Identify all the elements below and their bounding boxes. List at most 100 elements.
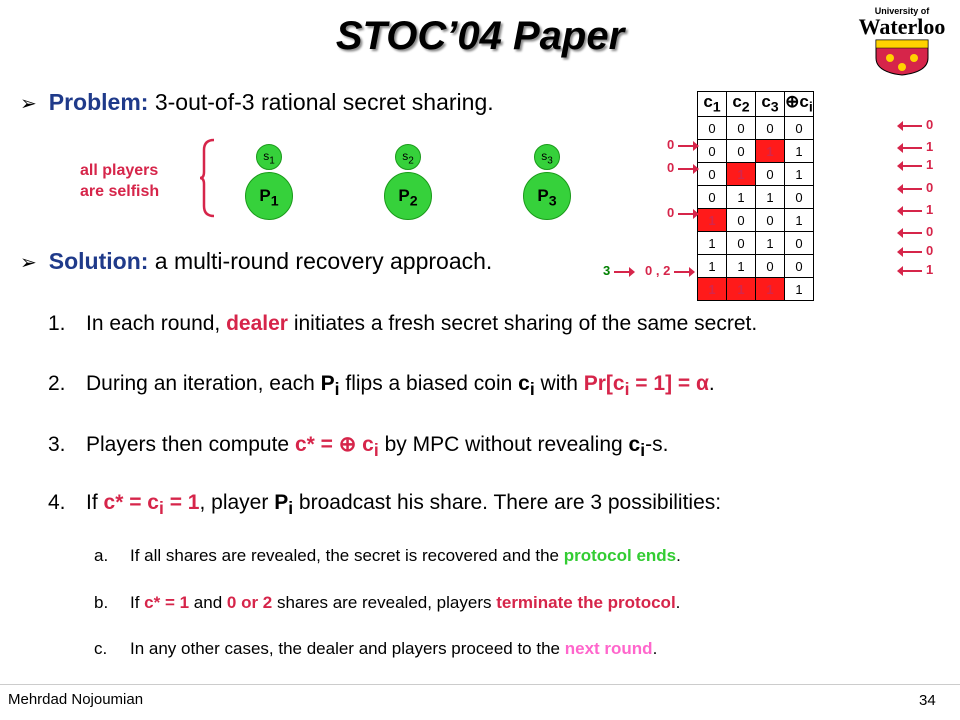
xor-result-arrow: 0 xyxy=(897,117,933,132)
table-cell: 1 xyxy=(784,162,814,186)
step-4: 4.If c* = ci = 1, player Pi broadcast hi… xyxy=(48,491,722,519)
arrow-left-icon xyxy=(897,246,922,257)
arrow-left-icon xyxy=(897,160,922,171)
xor-result-arrow: 1 xyxy=(897,202,933,217)
footer-author: Mehrdad Nojoumian xyxy=(8,691,144,708)
xor-result-arrow: 0 xyxy=(897,180,933,195)
xor-result-arrow: 0 xyxy=(897,224,933,239)
arrow-right-icon xyxy=(677,208,699,219)
crest-icon xyxy=(875,39,929,76)
arrow-left-icon xyxy=(897,183,922,194)
table-cell-highlight: 1 xyxy=(726,162,756,186)
selfish-note: all players are selfish xyxy=(80,160,159,202)
solution-bullet: ➢ Solution: a multi-round recovery approa… xyxy=(20,248,492,275)
problem-bullet: ➢ Problem: 3-out-of-3 rational secret sha… xyxy=(20,89,494,116)
xor-result-arrow: 0 xyxy=(897,243,933,258)
table-cell: 0 xyxy=(784,231,814,255)
table-cell: 0 xyxy=(755,162,785,186)
table-cell-highlight: 1 xyxy=(755,277,785,301)
share-count-arrow: 0 xyxy=(667,160,699,175)
share-s2: s2 xyxy=(395,144,421,170)
brace-icon xyxy=(199,138,215,218)
table-cell: 0 xyxy=(726,139,756,163)
table-cell: 0 xyxy=(726,231,756,255)
selfish-line-2: are selfish xyxy=(80,183,160,200)
table-cell-highlight: 1 xyxy=(697,277,727,301)
table-cell: 1 xyxy=(755,185,785,209)
arrow-left-icon xyxy=(897,120,922,131)
logo-name: Waterloo xyxy=(858,14,946,39)
header-c2: c2 xyxy=(726,91,756,117)
table-row: 1 1 0 0 xyxy=(697,254,814,278)
table-cell: 1 xyxy=(697,254,727,278)
xor-result-arrow: 1 xyxy=(897,139,933,154)
share-count-arrow: 0 xyxy=(667,137,699,152)
table-cell: 1 xyxy=(784,139,814,163)
footer-divider xyxy=(0,684,960,685)
table-cell: 0 xyxy=(755,208,785,232)
player-node-p3: P3 xyxy=(523,172,571,220)
case-b: b.If c* = 1 and 0 or 2 shares are reveal… xyxy=(94,593,681,612)
step-2: 2.During an iteration, each Pi flips a b… xyxy=(48,372,715,400)
coin-xor-table: c1 c2 c3 ⊕ci 0 0 0 0 0 0 1 1 0 1 0 1 0 1… xyxy=(697,91,814,301)
solution-text: a multi-round recovery approach. xyxy=(154,248,493,274)
table-row: 1 1 1 1 xyxy=(697,277,814,301)
arrow-right-icon xyxy=(673,266,695,277)
arrow-right-icon xyxy=(677,140,699,151)
xor-result-arrow: 1 xyxy=(897,262,933,277)
table-cell: 1 xyxy=(755,231,785,255)
table-cell: 0 xyxy=(784,116,814,140)
step-3: 3.Players then compute c* = ⊕ ci by MPC … xyxy=(48,433,669,461)
table-cell: 0 xyxy=(784,185,814,209)
arrow-left-icon xyxy=(897,265,922,276)
arrow-left-icon xyxy=(897,142,922,153)
selfish-line-1: all players xyxy=(80,162,159,179)
table-row: 0 1 1 0 xyxy=(697,185,814,209)
header-c1: c1 xyxy=(697,91,727,117)
table-cell: 0 xyxy=(726,208,756,232)
table-cell: 0 xyxy=(697,116,727,140)
table-row: 0 0 0 0 xyxy=(697,116,814,140)
share-count-arrow-extra: 3 xyxy=(603,263,635,278)
problem-label: Problem: xyxy=(48,89,149,115)
table-header-row: c1 c2 c3 ⊕ci xyxy=(697,91,814,117)
share-count-arrow: 0 xyxy=(667,205,699,220)
solution-label: Solution: xyxy=(48,248,149,274)
table-cell: 1 xyxy=(726,185,756,209)
player-node-p2: P2 xyxy=(384,172,432,220)
header-c3: c3 xyxy=(755,91,785,117)
table-row: 1 0 0 1 xyxy=(697,208,814,232)
bullet-arrow-icon: ➢ xyxy=(20,93,37,115)
header-xor: ⊕ci xyxy=(784,91,814,117)
share-count-arrow: 0 , 2 xyxy=(645,263,695,278)
share-s1: s1 xyxy=(256,144,282,170)
table-cell: 0 xyxy=(755,254,785,278)
table-cell: 0 xyxy=(697,162,727,186)
table-cell: 0 xyxy=(697,185,727,209)
table-cell: 0 xyxy=(726,116,756,140)
arrow-right-icon xyxy=(677,163,699,174)
share-s3: s3 xyxy=(534,144,560,170)
table-row: 0 0 1 1 xyxy=(697,139,814,163)
arrow-right-icon xyxy=(613,266,635,277)
page-number: 34 xyxy=(919,692,936,709)
player-node-p1: P1 xyxy=(245,172,293,220)
table-row: 0 1 0 1 xyxy=(697,162,814,186)
table-cell-highlight: 1 xyxy=(726,277,756,301)
arrow-left-icon xyxy=(897,227,922,238)
bullet-arrow-icon: ➢ xyxy=(20,252,37,274)
table-cell: 0 xyxy=(784,254,814,278)
table-cell-highlight: 1 xyxy=(755,139,785,163)
table-row: 1 0 1 0 xyxy=(697,231,814,255)
table-cell: 1 xyxy=(784,277,814,301)
table-cell: 1 xyxy=(784,208,814,232)
step-1: 1.In each round, dealer initiates a fres… xyxy=(48,312,758,335)
table-cell: 0 xyxy=(697,139,727,163)
university-logo: University of Waterloo xyxy=(852,6,952,82)
slide-title: STOC’04 Paper xyxy=(335,14,625,58)
arrow-left-icon xyxy=(897,205,922,216)
table-cell: 0 xyxy=(755,116,785,140)
table-cell-highlight: 1 xyxy=(697,208,727,232)
problem-text: 3-out-of-3 rational secret sharing. xyxy=(154,89,494,115)
logo-top-text: University of xyxy=(874,6,930,16)
